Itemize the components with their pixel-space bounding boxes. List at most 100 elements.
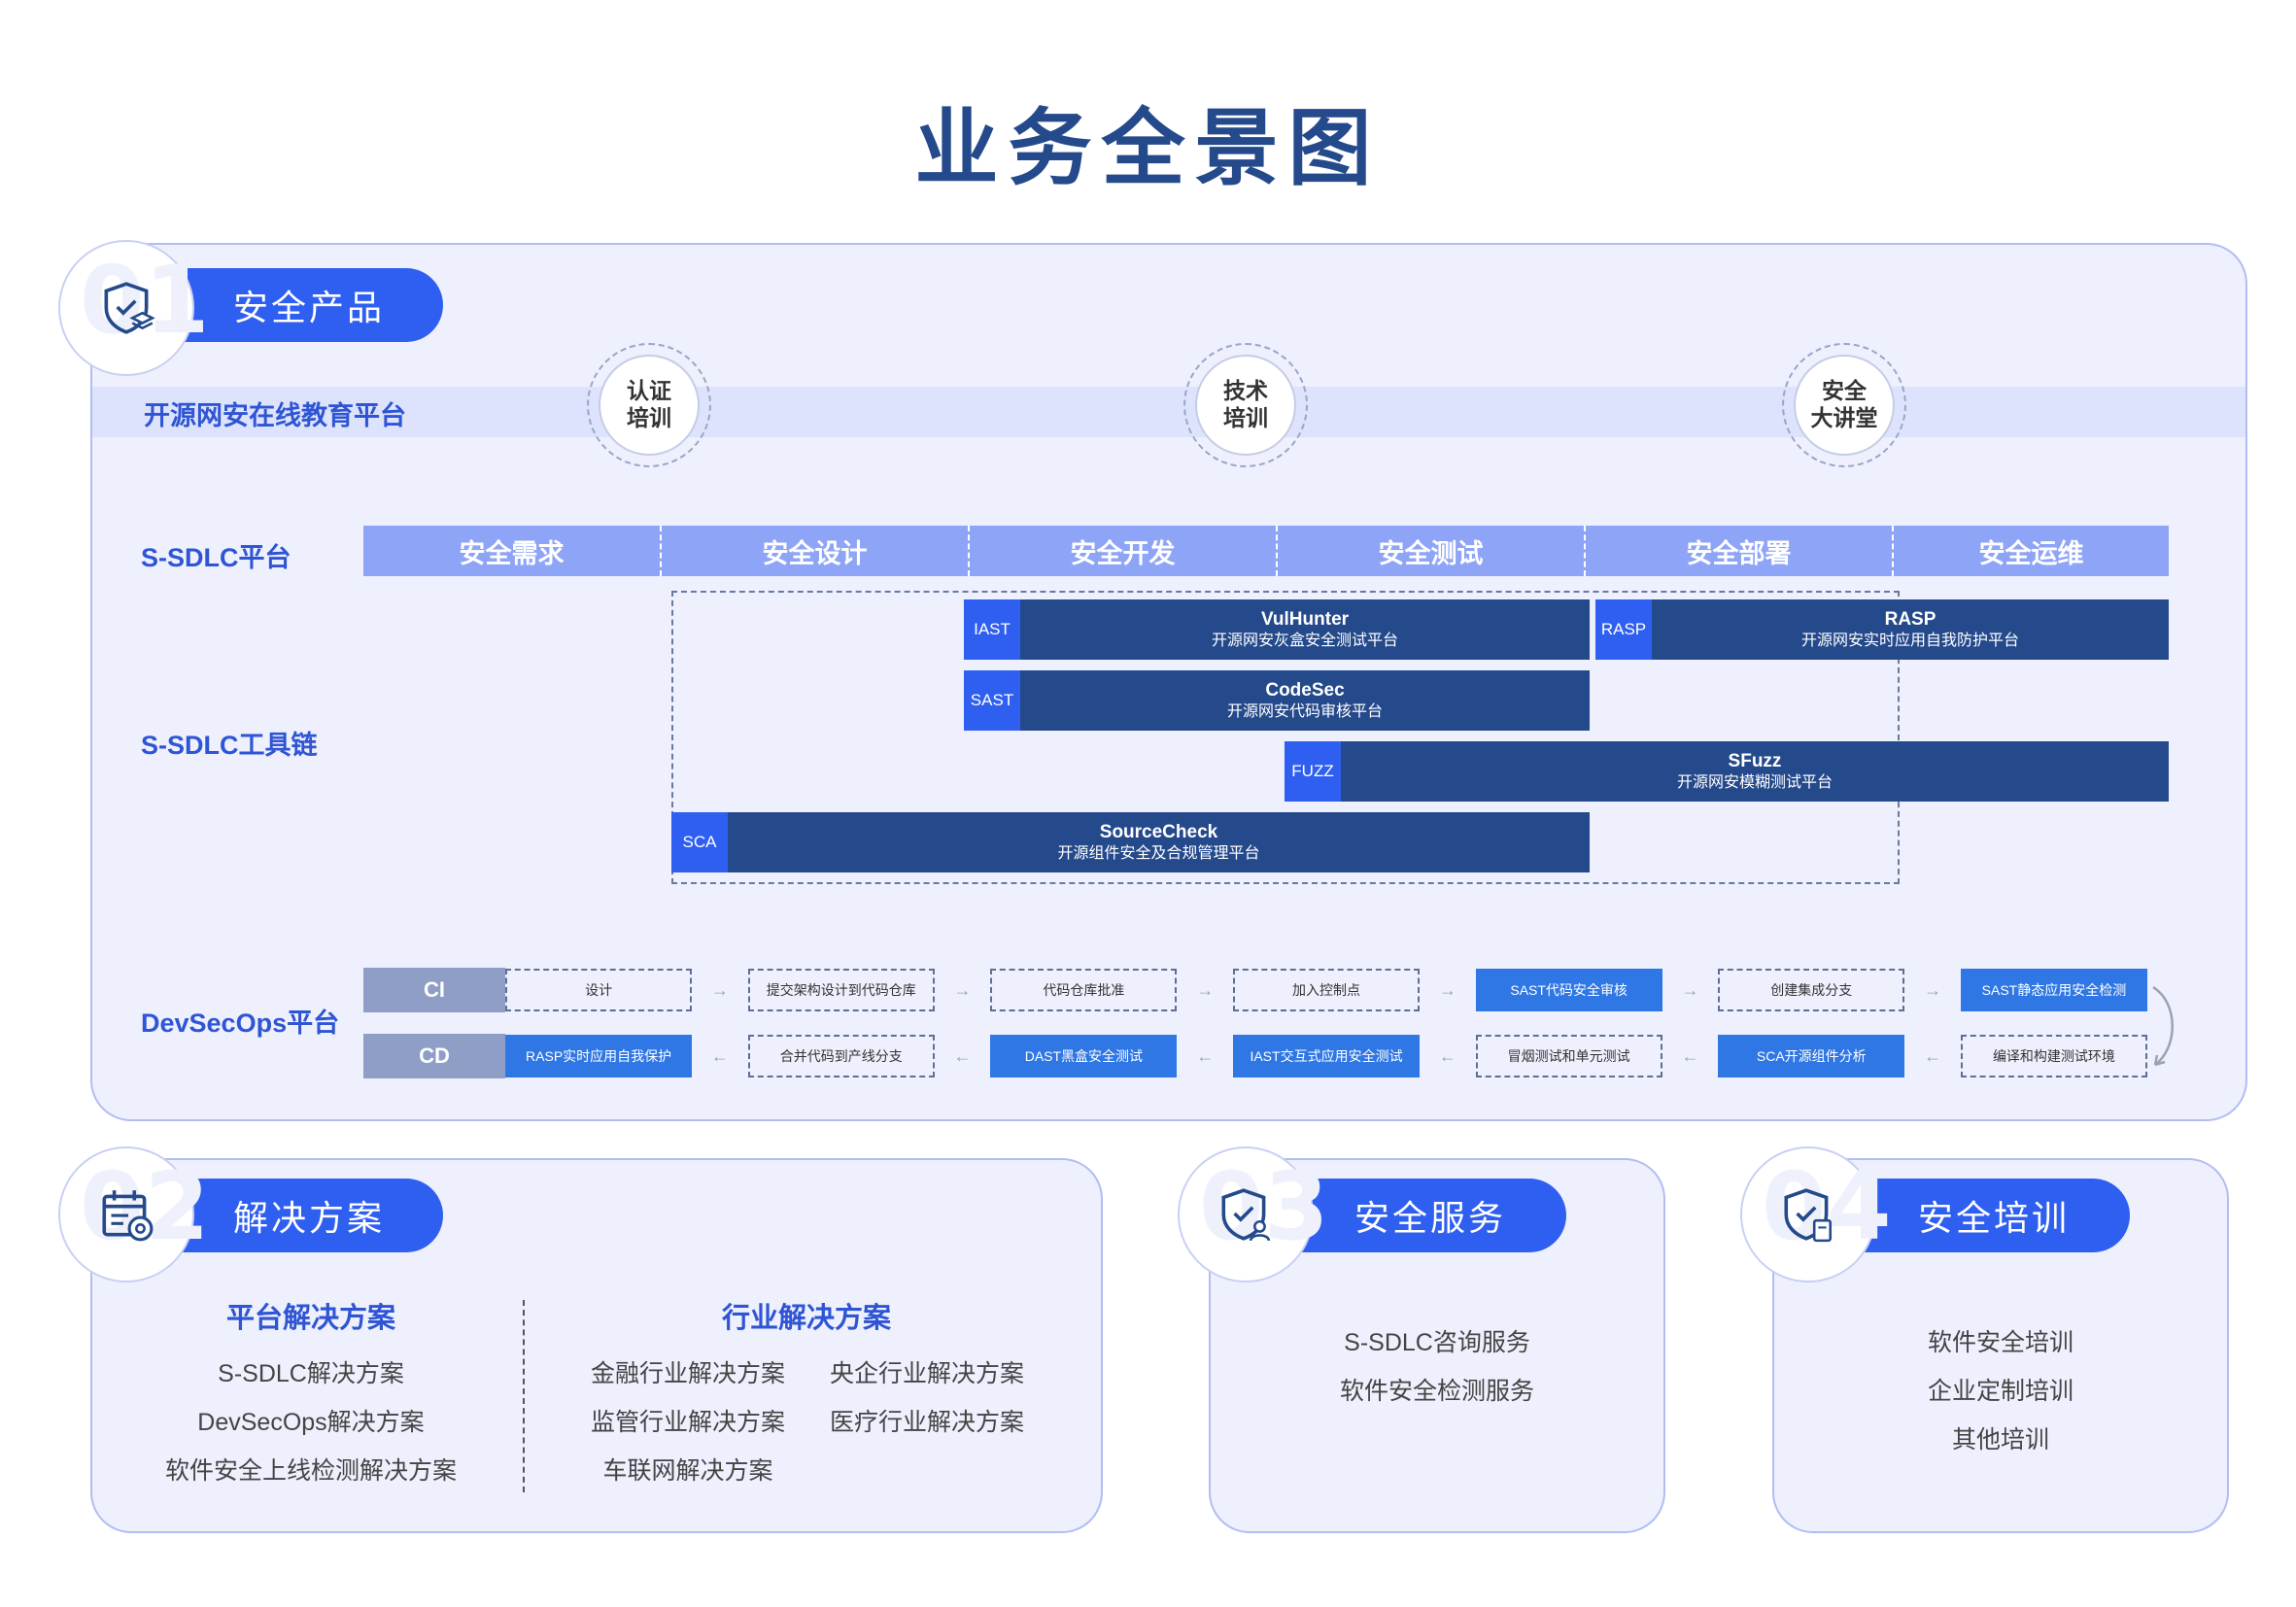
solutions-badge: 02 <box>58 1146 210 1282</box>
platform-solution-item[interactable]: 软件安全上线检测解决方案 <box>164 1457 457 1485</box>
phase-item: 安全需求 <box>363 526 662 576</box>
arrow-left-icon: ← <box>1196 1045 1215 1066</box>
toolchain-frame <box>671 591 1900 884</box>
pipeline-step[interactable]: 设计 <box>505 969 693 1011</box>
phase-item: 安全运维 <box>1978 538 2084 568</box>
products-number: 01 <box>80 246 210 355</box>
training-badge-cert[interactable]: 认证培训 <box>587 343 711 467</box>
phase-item: 安全测试 <box>1278 526 1586 576</box>
tool-tag: RASP <box>1595 599 1652 660</box>
pipeline-step[interactable]: 合并代码到产线分支 <box>747 1035 935 1077</box>
services-pill: 安全服务 <box>1294 1179 1566 1252</box>
tool-name: SourceCheck <box>1099 822 1218 843</box>
industry-solutions-title: 行业解决方案 <box>721 1303 891 1334</box>
sdlc-platform-label: S-SDLC平台 <box>141 543 291 572</box>
solutions-pill: 解决方案 <box>175 1179 443 1252</box>
edu-platform-label: 开源网安在线教育平台 <box>144 401 406 430</box>
edu-platform-band <box>92 387 2245 437</box>
training-line: 安全 <box>1822 378 1867 404</box>
services-badge: 03 <box>1178 1146 1329 1282</box>
tool-tag: SCA <box>671 812 728 872</box>
training-badge: 04 <box>1740 1146 1892 1282</box>
pipeline-step[interactable]: SAST静态应用安全检测 <box>1960 969 2148 1011</box>
arrow-left-icon: ← <box>710 1045 729 1066</box>
arrow-right-icon: → <box>1196 979 1215 1000</box>
ci-pipeline: 设计 → 提交架构设计到代码仓库 → 代码仓库批准 → 加入控制点 → SAST代码安全审核 → 创… <box>505 969 2148 1011</box>
page-title: 业务全景图 <box>914 102 1382 195</box>
ci-label: CI <box>363 968 505 1012</box>
arrow-right-icon: → <box>1438 979 1456 1000</box>
service-item[interactable]: 软件安全检测服务 <box>1339 1378 1534 1405</box>
pipeline-step[interactable]: SCA开源组件分析 <box>1718 1035 1905 1077</box>
arrow-right-icon: → <box>1924 979 1942 1000</box>
industry-solution-item[interactable]: 医疗行业解决方案 <box>829 1409 1024 1436</box>
training-line: 认证 <box>627 378 671 404</box>
pipeline-step[interactable]: 提交架构设计到代码仓库 <box>747 969 935 1011</box>
phase-item: 安全部署 <box>1586 526 1894 576</box>
pipeline-step[interactable]: 创建集成分支 <box>1718 969 1905 1011</box>
arrow-right-icon: → <box>1681 979 1699 1000</box>
training-badge-lecture[interactable]: 安全大讲堂 <box>1782 343 1906 467</box>
arrow-right-icon: → <box>953 979 972 1000</box>
tool-desc: 开源网安代码审核平台 <box>1226 702 1383 720</box>
phase-bar: 安全需求 安全设计 安全开发 安全测试 安全部署 安全运维 <box>363 526 2169 576</box>
loop-arrow-icon <box>2152 985 2174 1067</box>
platform-solution-item[interactable]: S-SDLC解决方案 <box>218 1360 404 1387</box>
training-item[interactable]: 其他培训 <box>1951 1426 2049 1453</box>
pipeline-step[interactable]: 编译和构建测试环境 <box>1960 1035 2148 1077</box>
pipeline-step[interactable]: 代码仓库批准 <box>990 969 1178 1011</box>
arrow-left-icon: ← <box>953 1045 972 1066</box>
training-line: 技术 <box>1223 378 1268 404</box>
tool-tag: FUZZ <box>1285 741 1341 802</box>
service-item[interactable]: S-SDLC咨询服务 <box>1344 1329 1530 1356</box>
phase-item: 安全设计 <box>662 526 970 576</box>
pipeline-step[interactable]: 冒烟测试和单元测试 <box>1475 1035 1662 1077</box>
training-pill: 安全培训 <box>1858 1179 2130 1252</box>
training-line: 大讲堂 <box>1810 405 1878 430</box>
tool-desc: 开源网安灰盒安全测试平台 <box>1211 632 1398 649</box>
pipeline-step[interactable]: SAST代码安全审核 <box>1475 969 1662 1011</box>
pipeline-step[interactable]: 加入控制点 <box>1232 969 1421 1011</box>
tool-name: VulHunter <box>1260 609 1350 631</box>
cd-pipeline: RASP实时应用自我保护 ← 合并代码到产线分支 ← DAST黑盒安全测试 ← IAST交互… <box>505 1035 2148 1077</box>
products-badge: 01 <box>58 240 210 376</box>
arrow-left-icon: ← <box>1438 1045 1456 1066</box>
tool-name: RASP <box>1884 609 1936 631</box>
training-item[interactable]: 软件安全培训 <box>1927 1329 2073 1356</box>
toolchain-label: S-SDLC工具链 <box>141 731 318 760</box>
industry-solution-item[interactable]: 车联网解决方案 <box>602 1457 773 1485</box>
arrow-left-icon: ← <box>1924 1045 1942 1066</box>
tool-name: CodeSec <box>1265 680 1345 701</box>
arrow-right-icon: → <box>710 979 729 1000</box>
training-item[interactable]: 企业定制培训 <box>1927 1378 2073 1405</box>
products-pill: 安全产品 <box>175 268 443 342</box>
pipeline-step[interactable]: RASP实时应用自我保护 <box>505 1035 693 1077</box>
industry-solution-item[interactable]: 金融行业解决方案 <box>590 1360 785 1387</box>
devsecops-label: DevSecOps平台 <box>141 1009 340 1038</box>
platform-solutions-title: 平台解决方案 <box>225 1303 395 1334</box>
tool-desc: 开源网安实时应用自我防护平台 <box>1800 632 2019 649</box>
training-badge-tech[interactable]: 技术培训 <box>1183 343 1308 467</box>
tool-desc: 开源网安模糊测试平台 <box>1676 773 1833 791</box>
industry-solution-item[interactable]: 央企行业解决方案 <box>829 1360 1024 1387</box>
tool-desc: 开源组件安全及合规管理平台 <box>1057 844 1260 862</box>
tool-name: SFuzz <box>1728 751 1782 772</box>
cd-label: CD <box>363 1034 505 1078</box>
arrow-left-icon: ← <box>1681 1045 1699 1066</box>
industry-solution-item[interactable]: 监管行业解决方案 <box>590 1409 785 1436</box>
training-line: 培训 <box>1223 405 1268 430</box>
pipeline-step[interactable]: IAST交互式应用安全测试 <box>1232 1035 1421 1077</box>
tool-tag: IAST <box>964 599 1020 660</box>
phase-item: 安全开发 <box>970 526 1278 576</box>
pipeline-step[interactable]: DAST黑盒安全测试 <box>990 1035 1178 1077</box>
shield-stack-icon <box>104 282 155 334</box>
calendar-gear-icon <box>102 1190 154 1242</box>
platform-solution-item[interactable]: DevSecOps解决方案 <box>197 1409 425 1436</box>
shield-user-icon <box>1221 1188 1271 1242</box>
tool-tag: SAST <box>964 670 1020 731</box>
